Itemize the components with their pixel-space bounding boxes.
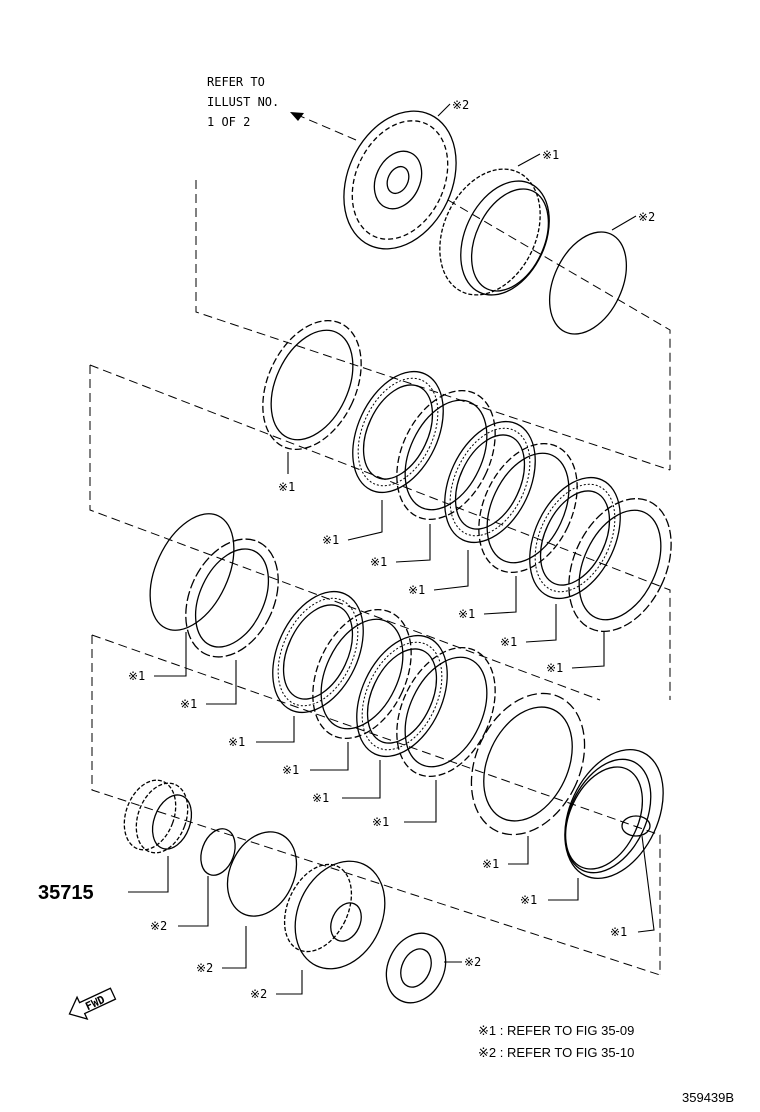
clutch-plate-5 — [396, 646, 496, 778]
clutch-hub-top — [343, 110, 457, 250]
leader-drum-ring — [517, 153, 541, 167]
friction-disc-2 — [444, 420, 536, 544]
thrust-washer — [200, 828, 236, 876]
callout-thrust-bearing: ※2 — [464, 955, 481, 969]
fwd-label: FWD — [83, 993, 107, 1013]
callout-hub-lower: ※2 — [250, 987, 267, 1001]
callout-pressure-plate-upper: ※1 — [546, 661, 563, 675]
clutch-plate-3 — [478, 442, 578, 574]
callout-snap-ring-middle: ※1 — [128, 669, 145, 683]
assembly-guide-lines — [89, 180, 671, 976]
leader-gear-35715 — [128, 856, 169, 893]
leader-disc-3 — [525, 604, 557, 643]
fwd-arrow-icon: FWD — [68, 987, 117, 1020]
leader-thrust-washer — [178, 876, 209, 927]
callout-disc-5: ※1 — [312, 791, 329, 805]
callout-plate-2: ※1 — [370, 555, 387, 569]
callout-plate-4: ※1 — [282, 763, 299, 777]
refer-arrow-icon — [290, 112, 304, 121]
friction-disc-5 — [356, 634, 448, 758]
callout-drum-ring: ※1 — [542, 148, 559, 162]
callout-disc-1: ※1 — [322, 533, 339, 547]
callout-plate-3: ※1 — [458, 607, 475, 621]
thrust-bearing — [385, 932, 447, 1004]
callout-disc-3: ※1 — [500, 635, 517, 649]
illustration-code: 359439B — [682, 1090, 734, 1105]
leader-snap-ring-middle — [154, 632, 187, 677]
leader-hub-lower — [276, 970, 303, 995]
leader-pressure-plate-upper — [571, 632, 605, 669]
leader-piston-seal — [637, 835, 655, 933]
clutch-plate-4 — [312, 608, 412, 740]
leader-pressure-plate-lower — [508, 836, 529, 865]
callout-pressure-plate-lower: ※1 — [482, 857, 499, 871]
callout-retaining-plate-middle: ※1 — [180, 697, 197, 711]
legend-item-2: ※2 : REFER TO FIG 35-10 — [478, 1045, 634, 1060]
clutch-drum-ring — [439, 168, 550, 296]
callout-thrust-washer: ※2 — [150, 919, 167, 933]
retaining-plate-middle — [185, 538, 279, 658]
refer-leader-line — [299, 115, 357, 141]
leader-snap-ring-top — [611, 215, 637, 231]
leader-piston — [548, 878, 579, 901]
snap-ring-top — [549, 231, 627, 335]
clutch-hub-lower — [283, 860, 386, 970]
legend-item-1: ※1 : REFER TO FIG 35-09 — [478, 1023, 634, 1038]
part-number-35715: 35715 — [38, 882, 94, 904]
refer-note-line3: 1 OF 2 — [207, 115, 250, 129]
callout-piston-seal: ※1 — [610, 925, 627, 939]
refer-note-line2: ILLUST NO. — [207, 95, 279, 109]
callout-snap-ring-lower: ※2 — [196, 961, 213, 975]
leader-hub-top — [437, 103, 451, 117]
leader-plate-2 — [395, 524, 431, 563]
pressure-plate-upper — [568, 497, 672, 633]
clutch-piston — [564, 748, 664, 880]
clutch-plate-1 — [262, 319, 362, 451]
friction-disc-4 — [272, 590, 364, 714]
callout-hub-top: ※2 — [452, 98, 469, 112]
snap-ring-middle — [149, 513, 235, 631]
callout-disc-2: ※1 — [408, 583, 425, 597]
leader-disc-1 — [347, 500, 383, 541]
friction-disc-1 — [352, 370, 444, 494]
clutch-plate-2 — [396, 389, 496, 521]
callout-snap-ring-top: ※2 — [638, 210, 655, 224]
callout-disc-4: ※1 — [228, 735, 245, 749]
leader-plate-5 — [404, 780, 437, 823]
snap-ring-lower — [226, 831, 298, 917]
leader-disc-5 — [342, 760, 381, 799]
leader-retaining-plate-middle — [206, 660, 237, 705]
leader-plate-3 — [483, 576, 517, 615]
callout-plate-5: ※1 — [372, 815, 389, 829]
refer-note-line1: REFER TO — [207, 75, 265, 89]
leader-disc-4 — [256, 716, 295, 743]
callout-piston: ※1 — [520, 893, 537, 907]
legend: ※1 : REFER TO FIG 35-09 ※2 : REFER TO FI… — [478, 1023, 634, 1060]
gear-35715 — [123, 779, 193, 854]
callout-plate-1: ※1 — [278, 480, 295, 494]
refer-to-note: REFER TO ILLUST NO. 1 OF 2 — [207, 75, 279, 129]
friction-disc-3 — [529, 476, 621, 600]
pressure-plate-lower — [470, 692, 586, 836]
leader-plate-4 — [310, 742, 349, 771]
leader-disc-2 — [433, 550, 469, 591]
leader-snap-ring-lower — [222, 926, 247, 969]
